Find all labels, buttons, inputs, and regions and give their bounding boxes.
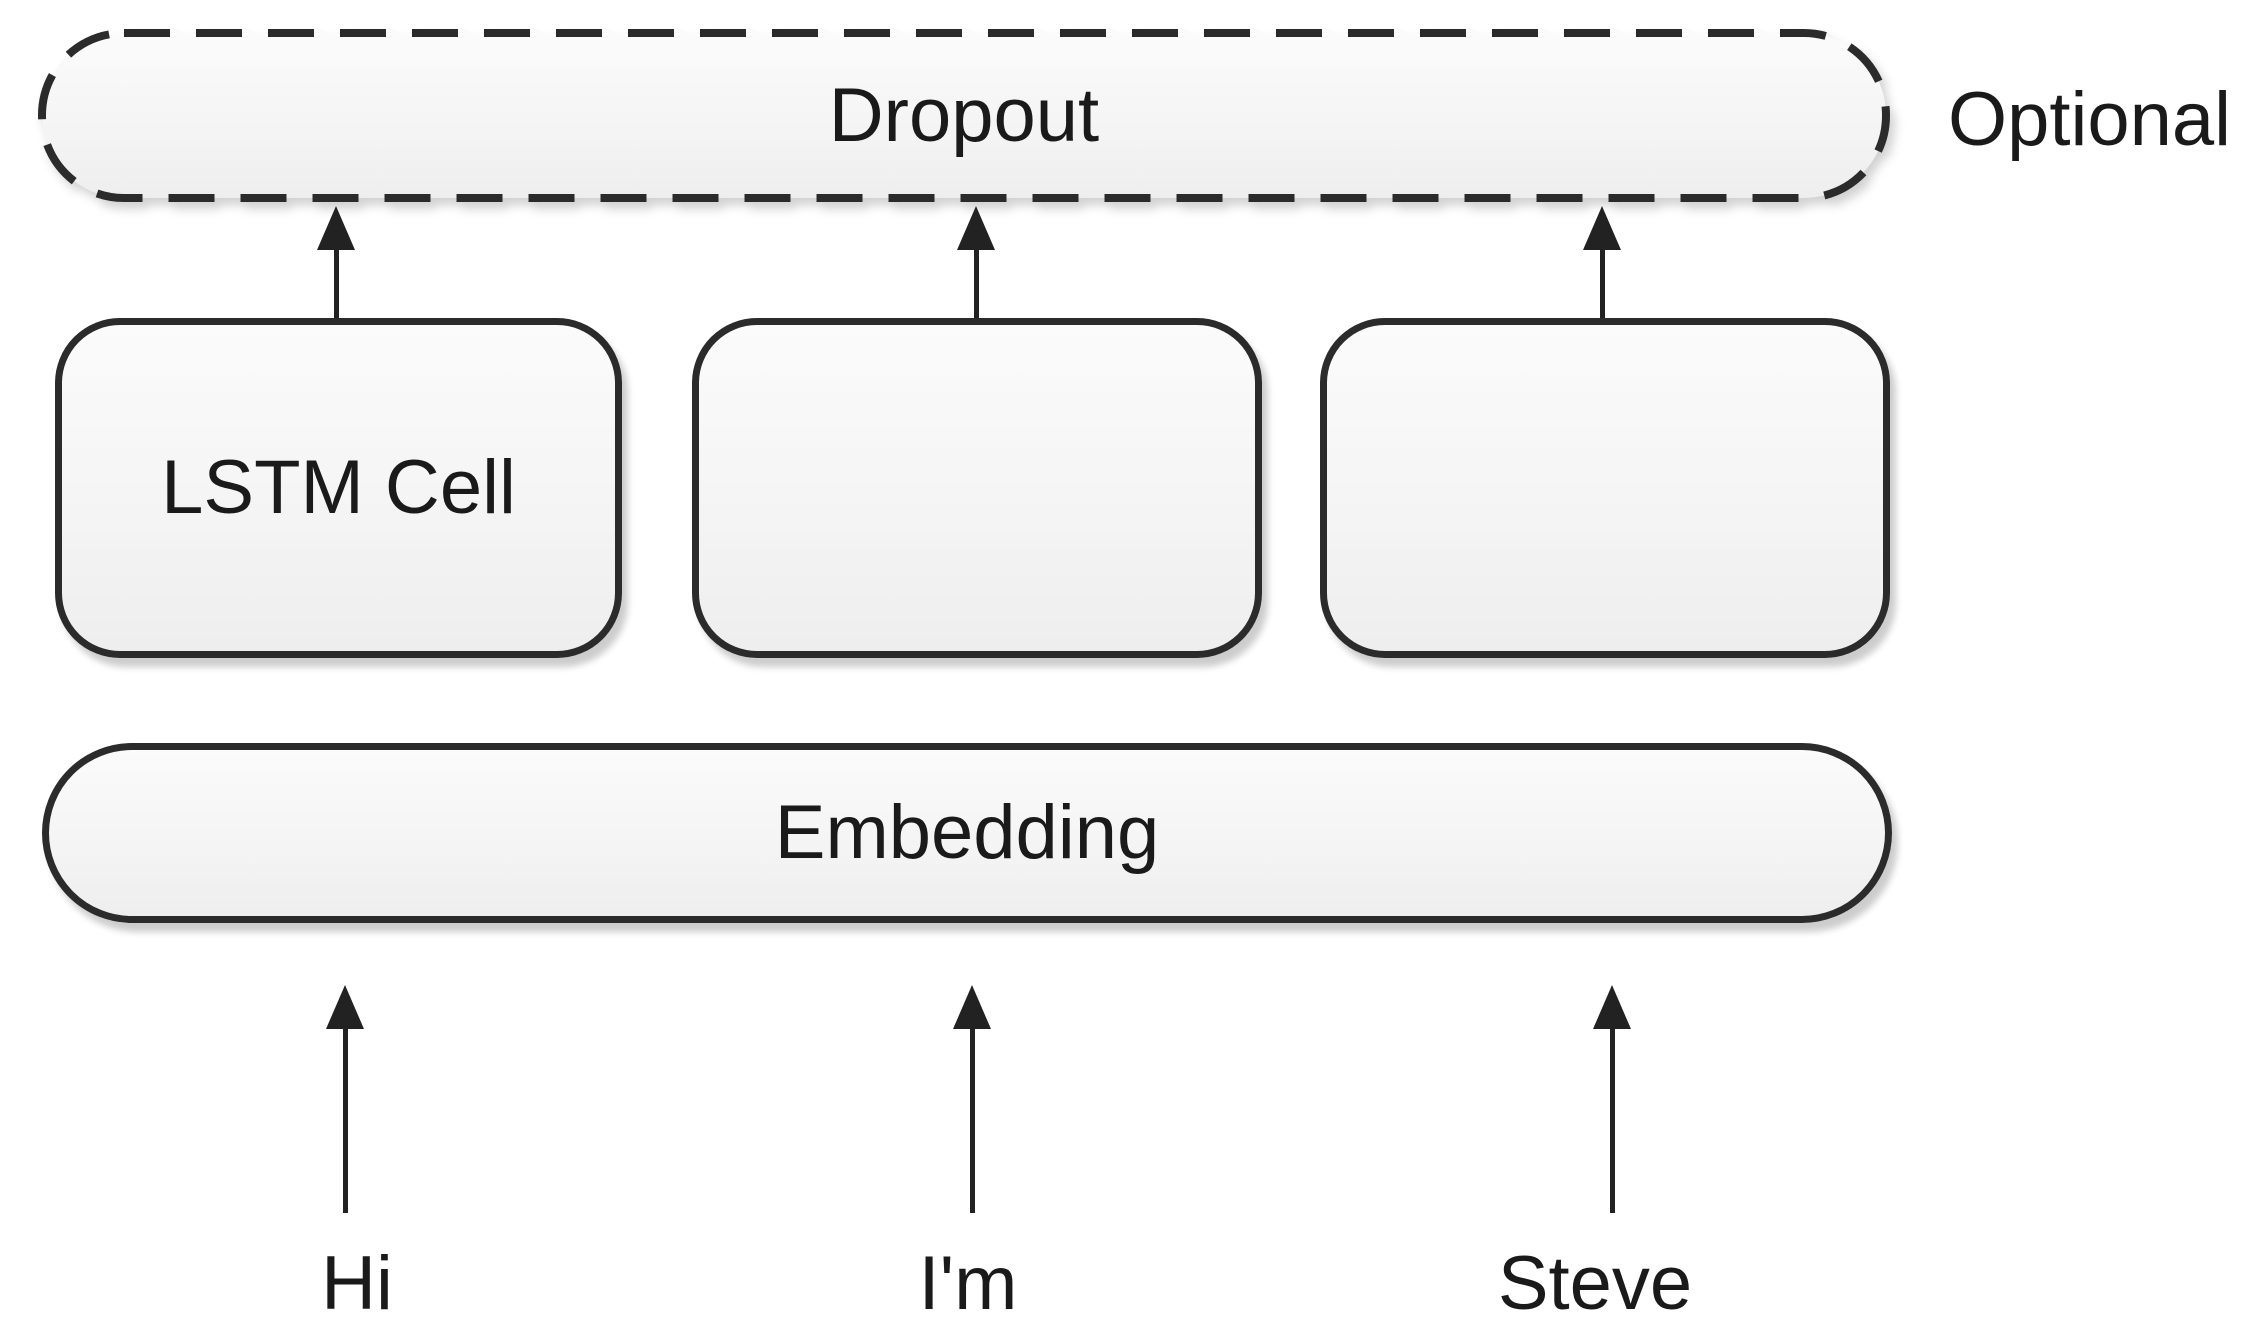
- arrow-line: [969, 1029, 975, 1213]
- arrow-line: [333, 250, 339, 318]
- lstm-cell-box-3: [1320, 318, 1890, 658]
- input-word: Hi: [321, 1241, 393, 1326]
- arrow-up-icon: [957, 206, 995, 318]
- arrow-head: [957, 206, 995, 250]
- arrow-up-icon: [317, 206, 355, 318]
- arrow-head: [1593, 985, 1631, 1029]
- arrow-head: [317, 206, 355, 250]
- arrow-line: [342, 1029, 348, 1213]
- input-word: Steve: [1497, 1241, 1693, 1326]
- arrow-line: [1599, 250, 1605, 318]
- arrow-up-icon: [1593, 985, 1631, 1213]
- optional-note: Optional: [1948, 77, 2232, 162]
- dropout-label: Dropout: [828, 72, 1100, 158]
- input-word: I'm: [918, 1241, 1018, 1326]
- arrow-up-icon: [1583, 206, 1621, 318]
- arrow-line: [1609, 1029, 1615, 1213]
- dropout-layer-box: Dropout: [38, 29, 1890, 202]
- lstm-cell-box-2: [692, 318, 1262, 658]
- arrow-up-icon: [953, 985, 991, 1213]
- arrow-head: [326, 985, 364, 1029]
- arrow-up-icon: [326, 985, 364, 1213]
- lstm-cell-label: LSTM Cell: [161, 445, 516, 530]
- embedding-label: Embedding: [774, 790, 1160, 875]
- dashed-border: [38, 29, 1890, 202]
- arrow-head: [953, 985, 991, 1029]
- embedding-layer-box: Embedding: [42, 743, 1892, 923]
- arrow-head: [1583, 206, 1621, 250]
- arrow-line: [973, 250, 979, 318]
- lstm-cell-box-1: LSTM Cell: [55, 318, 622, 658]
